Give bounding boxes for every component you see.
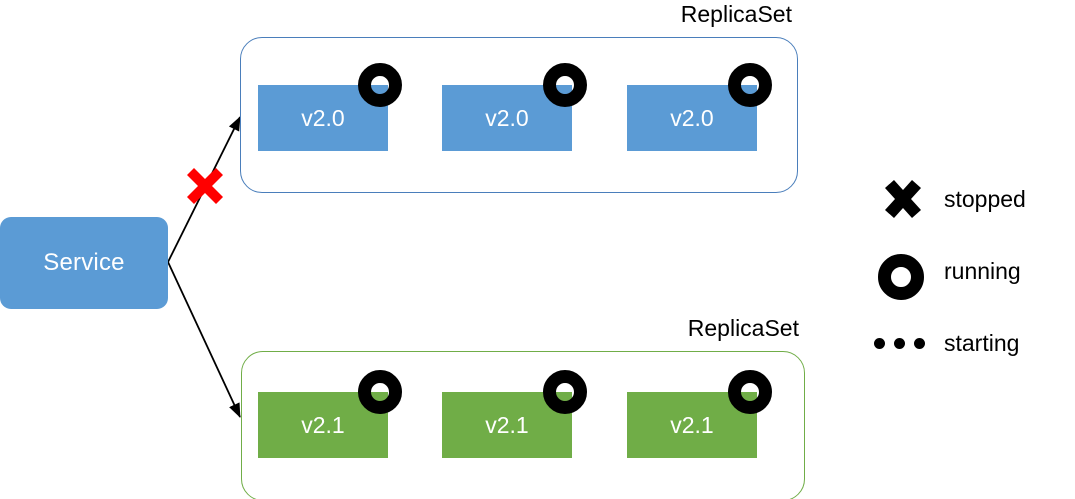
replicaset-title-bottom: ReplicaSet: [687, 315, 799, 341]
pod-label: v2.0: [301, 104, 345, 131]
service-node[interactable]: Service: [0, 217, 168, 309]
running-icon: [543, 63, 587, 107]
dot: [894, 338, 905, 349]
red-x-icon: [187, 168, 223, 204]
pod-box[interactable]: v2.0: [627, 85, 757, 151]
pod-label: v2.1: [301, 411, 345, 438]
running-icon: [728, 370, 772, 414]
legend-item-stopped: stopped: [862, 180, 1067, 252]
running-icon: [358, 63, 402, 107]
pod-label: v2.1: [670, 411, 714, 438]
pod-label: v2.0: [485, 104, 529, 131]
pod-box[interactable]: v2.0: [258, 85, 388, 151]
running-icon: [728, 63, 772, 107]
running-icon: [543, 370, 587, 414]
legend-label-stopped: stopped: [944, 186, 1026, 212]
group-border-top: [240, 37, 798, 193]
dots-icon: [874, 338, 925, 349]
ring-icon: [878, 254, 924, 300]
pod-label: v2.1: [485, 411, 529, 438]
replicaset-group-top[interactable]: ReplicaSet v2.0 v2.0 v2.0: [240, 1, 798, 193]
running-icon: [358, 370, 402, 414]
legend-label-running: running: [944, 258, 1021, 284]
legend-item-running: running: [862, 252, 1067, 324]
dot: [874, 338, 885, 349]
group-border-bottom: [241, 351, 805, 499]
service-label: Service: [43, 249, 125, 276]
x-mark-icon: [885, 180, 921, 218]
dot: [914, 338, 925, 349]
replicaset-title-top: ReplicaSet: [680, 1, 792, 27]
legend-label-starting: starting: [944, 330, 1020, 356]
pod-label: v2.0: [670, 104, 714, 131]
connector-service-to-bottom: [167, 261, 241, 418]
replicaset-group-bottom[interactable]: ReplicaSet v2.1 v2.1 v2.1: [241, 315, 805, 499]
legend-item-starting: starting: [862, 324, 1067, 396]
connector-service-to-top: [167, 116, 241, 263]
legend: stopped running starting: [862, 180, 1067, 396]
